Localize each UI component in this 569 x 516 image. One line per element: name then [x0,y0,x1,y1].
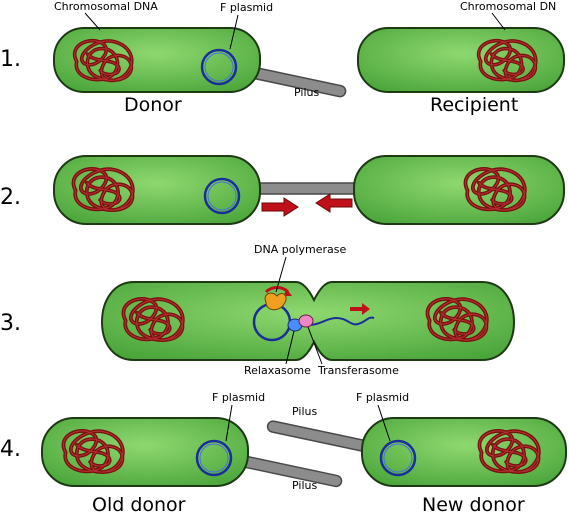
step-number-2: 2. [0,185,21,210]
f-plasmid-label: F plasmid [220,1,273,14]
donor-cell [53,27,261,93]
pilus-label: Pilus [292,405,317,418]
new-donor-label: New donor [422,494,525,516]
chromosomal-dna-label: Chromosomal DNA [54,0,158,13]
donor-cell [53,155,261,225]
pilus [238,455,343,488]
recipient-cell [353,155,565,225]
step-2: 2. [0,155,565,225]
pilus [251,182,359,195]
transferasome-label: Transferasome [317,364,399,377]
step-3: 3. DNA polymerase Relaxasome Transferaso… [0,243,516,377]
chromosomal-dna-label: Chromosomal DN [460,0,556,13]
step-number-4: 4. [0,437,21,462]
pilus-label: Pilus [294,86,319,99]
arrow-left-icon [315,193,353,213]
step-number-1: 1. [0,47,21,72]
f-plasmid [203,177,241,215]
recipient-label: Recipient [430,94,518,116]
transferasome-icon [298,314,314,328]
pilus [266,420,369,452]
f-plasmid [195,439,233,477]
f-plasmid-label: F plasmid [212,391,265,404]
pilus-label: Pilus [292,479,317,492]
relaxasome-label: Relaxasome [244,364,311,377]
step-1: 1. Chromosomal DNA F plasmid Chromosomal… [0,0,565,116]
f-plasmid [379,439,417,477]
f-plasmid-label: F plasmid [356,391,409,404]
step-4: 4. F plasmid Pilus F plasmid Pilus Old d… [0,391,567,516]
donor-label: Donor [124,94,182,116]
f-plasmid [200,48,238,86]
arrow-right-icon [261,197,299,217]
old-donor-label: Old donor [92,494,186,516]
arrow-right-icon [350,303,370,315]
step-number-3: 3. [0,311,21,336]
dna-polymerase-label: DNA polymerase [254,243,346,256]
dna-polymerase-icon [264,292,287,311]
